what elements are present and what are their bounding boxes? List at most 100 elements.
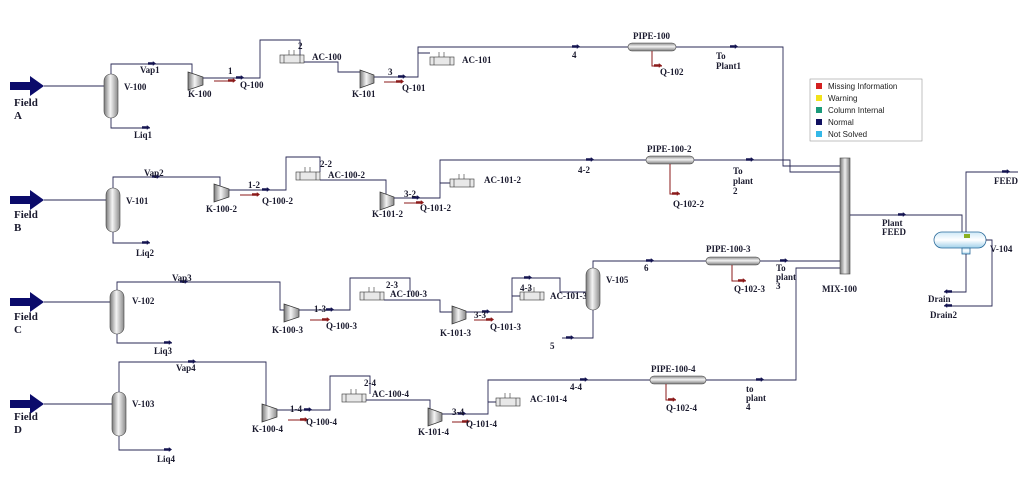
product-label-line3: 3	[776, 281, 781, 291]
energy-stream-label: Q-101-4	[466, 419, 497, 429]
energy-stream-label: Q-102-2	[673, 199, 704, 209]
legend-label: Warning	[828, 94, 858, 103]
liquid-stream-label: Liq2	[136, 248, 155, 258]
horizontal-separator-icon[interactable]	[933, 231, 987, 255]
compressor-icon[interactable]	[261, 403, 278, 423]
compressor-icon[interactable]	[451, 305, 467, 325]
stream-label: 2	[298, 41, 303, 51]
energy-stream-label: Q-102-4	[666, 403, 697, 413]
cooler-label: AC-100-4	[372, 389, 409, 399]
air-cooler-icon[interactable]	[429, 52, 455, 66]
product-label-line2: plant	[746, 393, 766, 403]
cooler-label: AC-101-4	[530, 394, 567, 404]
energy-stream-label: Q-100-2	[262, 196, 293, 206]
energy-stream-label: Q-100-3	[326, 321, 357, 331]
compressor-label: K-100	[188, 89, 212, 99]
product-label-line1: to	[746, 384, 754, 394]
air-cooler-icon[interactable]	[341, 389, 367, 403]
feed-label-line1: Field	[14, 311, 38, 323]
separator-label: V-102	[132, 296, 155, 306]
compressor-icon[interactable]	[359, 69, 375, 89]
separator-vessel[interactable]	[105, 187, 121, 233]
plant-feed-label-line2: FEED	[882, 227, 907, 237]
separator-vessel[interactable]	[103, 73, 119, 119]
stream-label: 3	[388, 67, 393, 77]
pipe-label: PIPE-100-3	[706, 244, 751, 254]
stream-label: 1	[228, 66, 233, 76]
compressor-icon[interactable]	[213, 183, 230, 203]
mixer-unit[interactable]	[839, 157, 851, 275]
feed-label-line2: C	[14, 324, 22, 336]
compressor-label: K-100-2	[206, 204, 237, 214]
column-internal-swatch	[816, 107, 822, 113]
warning-swatch	[816, 95, 822, 101]
cooler-label: AC-100-3	[390, 289, 427, 299]
stream-label: 2-2	[320, 159, 332, 169]
compressor-icon[interactable]	[379, 191, 395, 211]
compressor-label: K-100-3	[272, 325, 303, 335]
separator-vessel[interactable]	[585, 267, 601, 311]
pipe-segment-icon[interactable]	[627, 42, 677, 52]
separator-label: V-104	[990, 244, 1013, 254]
pipe-segment-icon[interactable]	[645, 155, 695, 165]
air-cooler-icon[interactable]	[449, 174, 475, 188]
compressor-label: K-101	[352, 89, 376, 99]
energy-stream-label: Q-102	[660, 67, 684, 77]
legend-label: Column Internal	[828, 106, 885, 115]
compressor-label: K-100-4	[252, 424, 283, 434]
train-a: Field A V-100 Vap1 Liq1 K-100 Q-100 1 2	[10, 31, 840, 167]
stream-label: 4-4	[570, 382, 582, 392]
feed-label-line1: Field	[14, 209, 38, 221]
pipe-label: PIPE-100-4	[651, 364, 696, 374]
product-label-line1: To	[776, 263, 786, 273]
pipe-segment-icon[interactable]	[705, 256, 761, 266]
stream-label: 6	[644, 263, 649, 273]
compressor-icon[interactable]	[427, 407, 443, 427]
feed-arrow-icon	[10, 394, 44, 414]
drain-label: Drain	[928, 294, 951, 304]
product-label-line1: To	[733, 166, 743, 176]
air-cooler-icon[interactable]	[295, 167, 321, 181]
liquid-stream-label: Liq1	[134, 130, 153, 140]
train-d: Field D V-103 Vap4 Liq4 K-100-4 Q-100-4 …	[10, 267, 840, 464]
pipe-segment-icon[interactable]	[649, 375, 707, 385]
cooler-label: AC-101	[462, 55, 492, 65]
product-label-line2: Plant1	[716, 61, 742, 71]
compressor-label: K-101-2	[372, 209, 403, 219]
stream-label: 4-3	[520, 283, 532, 293]
separator-label: V-105	[606, 275, 629, 285]
compressor-icon[interactable]	[283, 303, 300, 323]
stream-label: 3-3	[474, 310, 486, 320]
legend-label: Missing Information	[828, 82, 897, 91]
separator-label: V-101	[126, 196, 149, 206]
legend-label: Not Solved	[828, 130, 867, 139]
vapour-stream-label: Vap1	[140, 65, 160, 75]
separator-vessel[interactable]	[111, 391, 127, 437]
product-label-line3: 4	[746, 402, 751, 412]
separator-vessel[interactable]	[109, 289, 125, 335]
feed-label-line1: Field	[14, 411, 38, 423]
cooler-label: AC-101-3	[550, 291, 587, 301]
vapour-stream-label: Vap4	[176, 363, 196, 373]
air-cooler-icon[interactable]	[359, 287, 385, 301]
stream-label: 4-2	[578, 165, 590, 175]
status-legend: Missing Information Warning Column Inter…	[809, 78, 923, 142]
stream-label: 3-2	[404, 189, 416, 199]
air-cooler-icon[interactable]	[495, 393, 521, 407]
compressor-label: K-101-3	[440, 328, 471, 338]
product-label-line3: 2	[733, 186, 738, 196]
energy-stream-label: Q-101-3	[490, 322, 521, 332]
feed-label-line2: D	[14, 424, 22, 436]
air-cooler-icon[interactable]	[279, 50, 305, 64]
feed-label-line2: A	[14, 110, 22, 122]
energy-stream-label: Q-100-4	[306, 417, 337, 427]
cooler-label: AC-100-2	[328, 170, 365, 180]
cooler-label: AC-101-2	[484, 175, 521, 185]
liquid-stream-label: Liq3	[154, 346, 173, 356]
energy-stream-label: Q-100	[240, 80, 264, 90]
compressor-icon[interactable]	[187, 71, 204, 91]
stream-label: 1-3	[314, 304, 326, 314]
vapour-stream-label: Vap2	[144, 168, 164, 178]
air-cooler-icon[interactable]	[519, 287, 545, 301]
